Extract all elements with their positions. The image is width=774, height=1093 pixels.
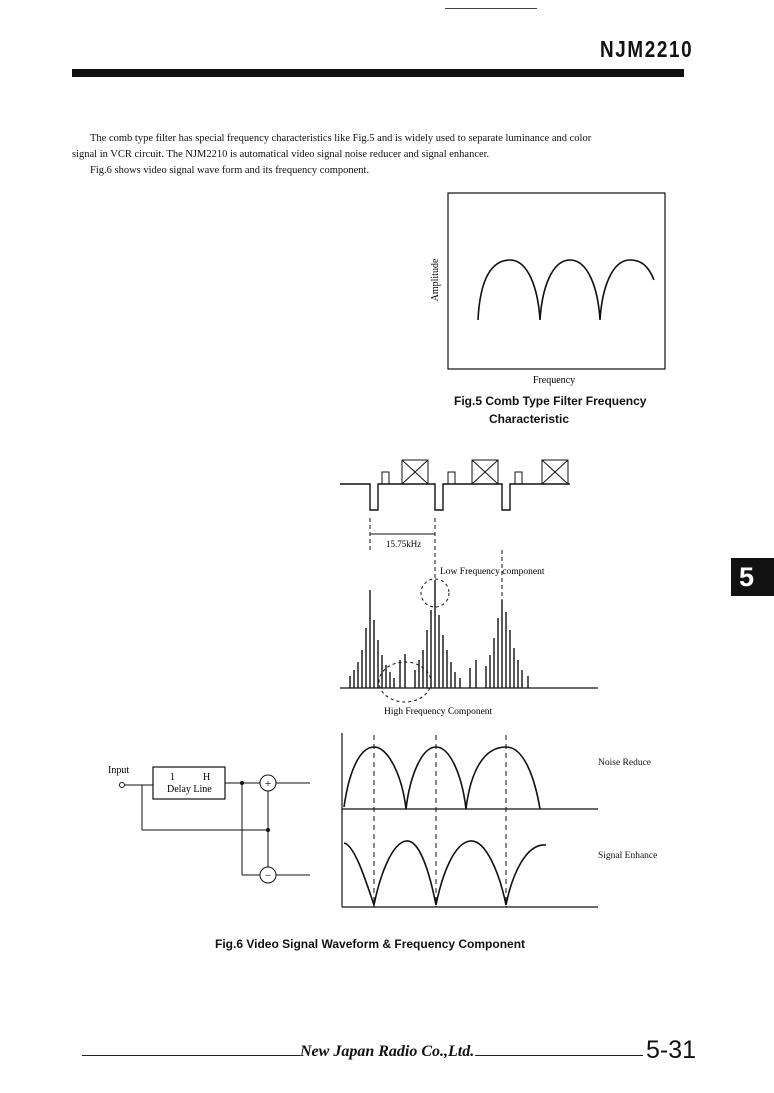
signal-enhance-label: Signal Enhance [598, 851, 658, 861]
plus-sign: + [265, 778, 271, 790]
fig6-caption: Fig.6 Video Signal Waveform & Frequency … [215, 937, 526, 951]
burst-mark-3 [514, 471, 523, 485]
fig5-frame [447, 192, 666, 370]
company-name: New Japan Radio Co.,Ltd. [300, 1043, 475, 1060]
spectrum-lines [349, 580, 529, 688]
noise-reduce-label: Noise Reduce [598, 758, 652, 768]
fig5-caption-line2: Characteristic [489, 412, 570, 426]
low-freq-circle [420, 578, 450, 608]
noise-reduce-curve [343, 746, 541, 810]
high-freq-ellipse [378, 661, 432, 703]
page-number: 5-31 [646, 1036, 697, 1064]
fig6-output-waveforms [341, 733, 598, 909]
burst-mark-2 [447, 471, 456, 485]
top-dash-line [445, 8, 537, 9]
input-terminal [119, 782, 125, 788]
period-label: 15.75kHz [386, 539, 421, 549]
body-text-line-3: Fig.6 shows video signal wave form and i… [90, 165, 370, 176]
signal-enhance-curve [343, 840, 547, 909]
minus-sign: − [265, 870, 271, 882]
video-box-3 [541, 459, 569, 485]
footer-rule-left [82, 1055, 300, 1056]
part-number: NJM2210 [600, 36, 694, 62]
header-rule [72, 69, 684, 77]
fig5-caption-line1: Fig.5 Comb Type Filter Frequency [454, 394, 647, 408]
fig5-xlabel: Frequency [533, 375, 575, 386]
body-text-line-1: The comb type filter has special frequen… [90, 133, 592, 144]
burst-mark-1 [381, 471, 390, 485]
fig6-block-diagram: Input 1 H Delay Line + − [108, 765, 310, 884]
delay-num-right: H [203, 772, 210, 783]
delay-num-left: 1 [170, 772, 175, 783]
video-waveform [340, 483, 570, 511]
body-text-line-2: signal in VCR circuit. The NJM2210 is au… [72, 149, 490, 160]
footer-rule-right [475, 1055, 643, 1056]
video-box-2 [471, 459, 499, 485]
delay-label: Delay Line [167, 784, 212, 795]
fig5-diagram: Amplitude Frequency [430, 192, 666, 386]
fig6-spectrum-diagram: 15.75kHz Low Frequency component High Fr… [340, 459, 598, 717]
input-label: Input [108, 765, 129, 776]
video-box-1 [401, 459, 429, 485]
fig5-ylabel: Amplitude [430, 258, 441, 301]
fig5-comb-curve [477, 259, 655, 321]
section-tab: 5 [731, 558, 774, 596]
high-freq-label: High Frequency Component [384, 707, 493, 717]
low-freq-label: Low Frequency component [440, 567, 545, 577]
